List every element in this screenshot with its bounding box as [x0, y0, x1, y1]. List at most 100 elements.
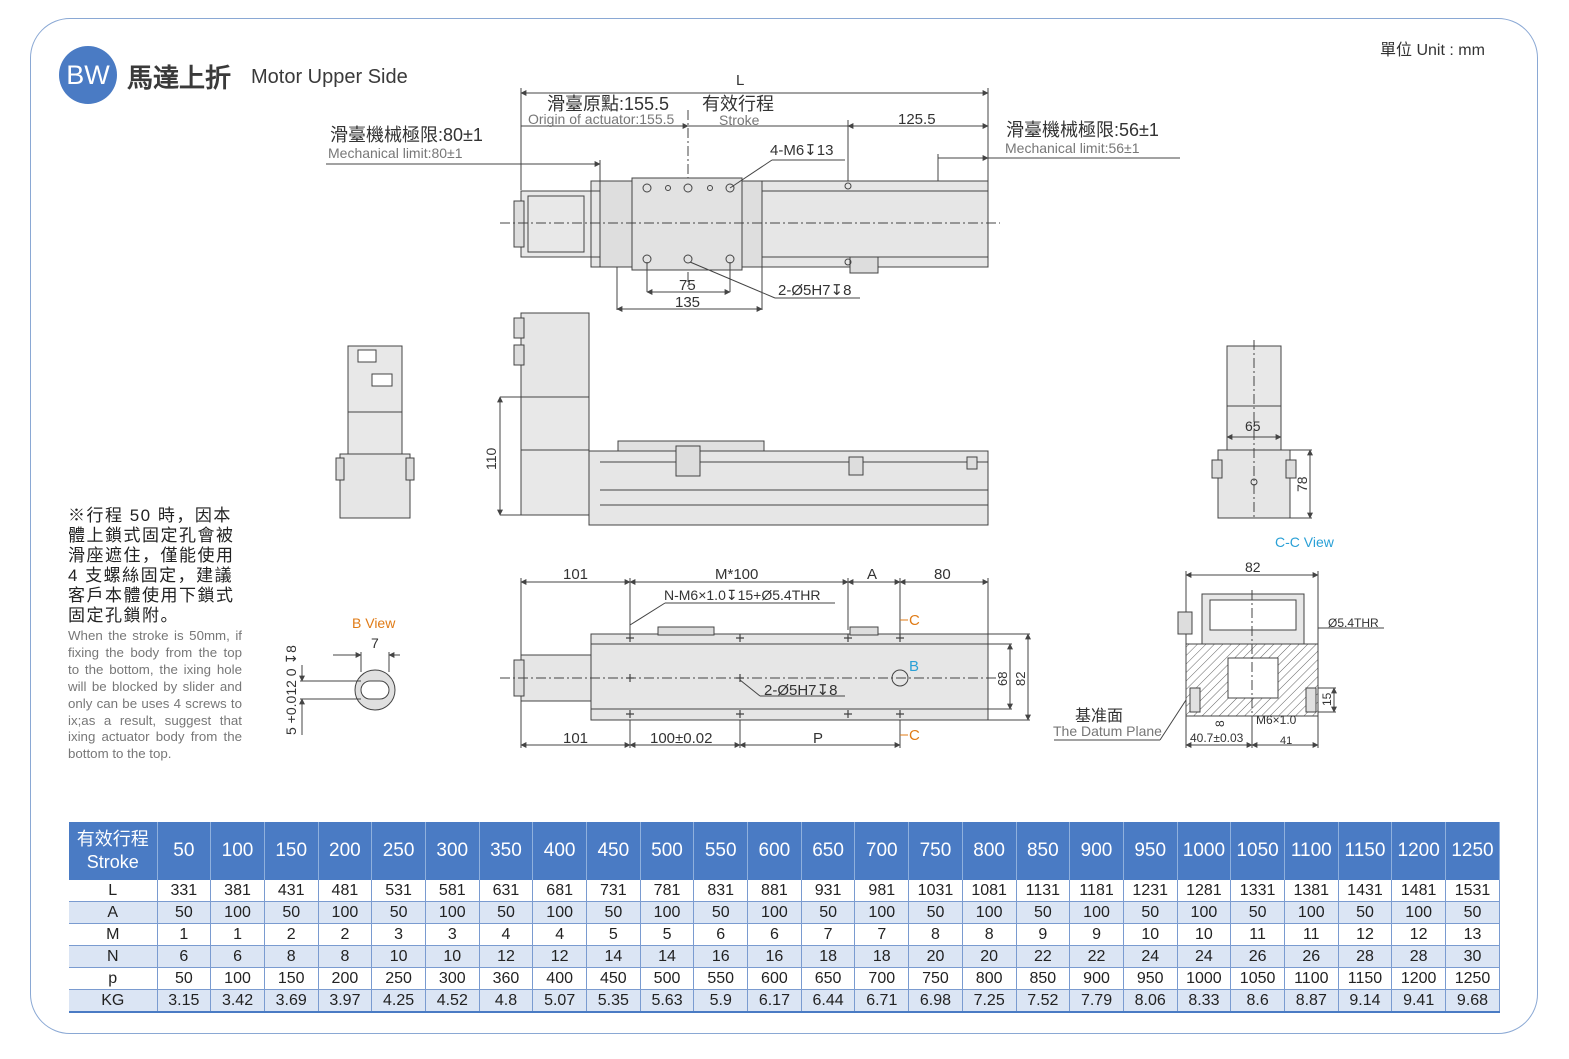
- cc-view-labels: C-C View 82 Ø5.4THR 基准面 The Datum Plane …: [1053, 534, 1379, 747]
- stroke-col-header: 400: [532, 822, 587, 880]
- dim-p: P: [813, 730, 823, 747]
- table-cell: 100: [210, 901, 265, 924]
- table-cell: 800: [962, 967, 1017, 990]
- table-cell: 6.98: [908, 989, 963, 1013]
- table-cell: 981: [854, 880, 910, 902]
- table-cell: 50: [157, 901, 212, 924]
- table-cell: 3.97: [318, 989, 373, 1013]
- table-cell: 1150: [1338, 967, 1393, 990]
- b-view-tolerance: 5 +0.012 0 ↧8: [283, 645, 299, 735]
- table-cell: 1081: [962, 880, 1017, 902]
- bottom-view-labels: 101 M*100 A 80 N-M6×1.0↧15+Ø5.4THR C B 2…: [563, 566, 1028, 747]
- table-cell: 8.87: [1284, 989, 1339, 1013]
- dim-a: A: [867, 566, 877, 583]
- dim-125: 125.5: [898, 111, 936, 128]
- stroke-header-en: Stroke: [86, 852, 139, 872]
- table-cell: 331: [157, 880, 212, 902]
- origin-en: Origin of actuator:155.5: [528, 111, 675, 127]
- stroke-col-header: 800: [962, 822, 1017, 880]
- pin-holes-top: 2-Ø5H7↧8: [778, 282, 851, 299]
- table-cell: 9.68: [1445, 989, 1500, 1013]
- table-cell: 10: [1123, 923, 1178, 946]
- table-cell: 681: [532, 880, 587, 902]
- stroke-col-header: 100: [210, 822, 265, 880]
- stroke-col-header: 1150: [1338, 822, 1393, 880]
- table-cell: 400: [532, 967, 587, 990]
- dim-110: 110: [483, 447, 499, 470]
- table-cell: 500: [640, 967, 695, 990]
- dim-82-side: 82: [1013, 672, 1028, 686]
- side-view: [497, 312, 989, 526]
- table-cell: 1531: [1445, 880, 1500, 902]
- table-cell: 1331: [1230, 880, 1285, 902]
- table-cell: 6.44: [801, 989, 856, 1013]
- cc-dim-8: 8: [1213, 720, 1227, 727]
- stroke-header: 有效行程 Stroke: [69, 822, 158, 880]
- table-cell: 581: [425, 880, 480, 902]
- datum-cn: 基准面: [1075, 707, 1123, 725]
- table-cell: 20: [908, 945, 963, 968]
- dim-75: 75: [679, 277, 696, 294]
- table-cell: 4.25: [371, 989, 426, 1013]
- end-view-right: [1211, 340, 1313, 520]
- dim-L: L: [736, 72, 744, 89]
- end-view-left: [335, 345, 415, 519]
- table-cell: 300: [425, 967, 480, 990]
- table-cell: 100: [210, 967, 265, 990]
- stroke-col-header: 850: [1016, 822, 1071, 880]
- n-holes-callout: N-M6×1.0↧15+Ø5.4THR: [664, 587, 820, 603]
- table-cell: 14: [640, 945, 695, 968]
- table-cell: 8: [264, 945, 319, 968]
- table-cell: 5.63: [640, 989, 695, 1013]
- table-cell: 450: [586, 967, 641, 990]
- stroke-cn: 有效行程: [702, 94, 774, 114]
- table-cell: 481: [318, 880, 373, 902]
- b-view-dim-7: 7: [371, 635, 379, 651]
- mech-right-en: Mechanical limit:56±1: [1005, 140, 1140, 156]
- cc-dim-40: 40.7±0.03: [1190, 731, 1244, 745]
- table-cell: 781: [640, 880, 695, 902]
- table-cell: 7.52: [1016, 989, 1071, 1013]
- table-cell: 1100: [1284, 967, 1339, 990]
- dim-80: 80: [934, 566, 951, 583]
- stroke-col-header: 1250: [1445, 822, 1500, 880]
- table-cell: 850: [1016, 967, 1071, 990]
- table-cell: 22: [1069, 945, 1124, 968]
- stroke-col-header: 900: [1069, 822, 1124, 880]
- stroke-col-header: 1200: [1391, 822, 1446, 880]
- table-cell: 150: [264, 967, 319, 990]
- cc-view-title: C-C View: [1275, 534, 1335, 550]
- table-cell: 50: [693, 901, 749, 924]
- cc-m6: M6×1.0: [1256, 713, 1297, 727]
- table-cell: 6.71: [854, 989, 910, 1013]
- table-cell: 100: [854, 901, 910, 924]
- table-cell: 3.15: [157, 989, 212, 1013]
- table-cell: 50: [1338, 901, 1393, 924]
- table-cell: 100: [318, 901, 373, 924]
- table-cell: 30: [1445, 945, 1500, 968]
- table-cell: 6: [210, 945, 265, 968]
- table-cell: 2: [318, 923, 373, 946]
- table-cell: 20: [962, 945, 1017, 968]
- table-cell: 1181: [1069, 880, 1124, 902]
- table-cell: 1250: [1445, 967, 1500, 990]
- table-cell: 2: [264, 923, 319, 946]
- table-cell: 7.79: [1069, 989, 1124, 1013]
- table-cell: 24: [1177, 945, 1232, 968]
- row-label: A: [69, 901, 158, 924]
- table-cell: 6: [747, 923, 802, 946]
- page-frame: [30, 18, 1538, 1034]
- table-cell: 1131: [1016, 880, 1071, 902]
- view-b-marker: B: [909, 658, 919, 675]
- row-label: M: [69, 923, 158, 946]
- table-cell: 8.6: [1230, 989, 1285, 1013]
- cc-dim-15: 15: [1320, 692, 1334, 706]
- dim-101-top: 101: [563, 566, 588, 583]
- table-cell: 1: [210, 923, 265, 946]
- bottom-view: [500, 578, 1031, 748]
- table-cell: 50: [264, 901, 319, 924]
- dim-m100: M*100: [715, 566, 758, 583]
